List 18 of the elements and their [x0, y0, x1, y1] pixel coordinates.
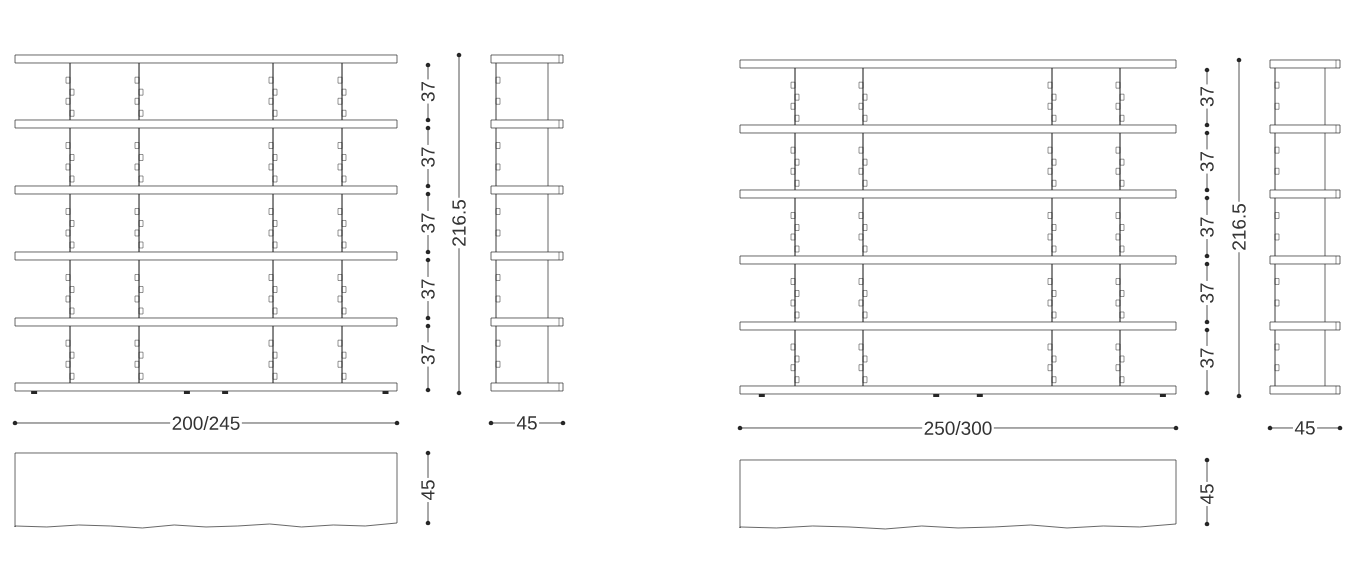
dimension-label: 37 [419, 210, 437, 236]
dimension-label: 37 [1198, 84, 1216, 109]
dimension-label: 37 [1198, 149, 1216, 174]
dimension-label: 45 [1292, 419, 1318, 437]
dimension-label: 37 [419, 342, 437, 367]
dimension-label: 45 [514, 414, 540, 432]
dimension-label: 37 [1198, 345, 1216, 371]
dimension-label: 37 [419, 79, 437, 104]
dimension-label: 216.5 [450, 197, 468, 249]
dimension-label: 45 [419, 477, 437, 503]
dimension-label: 37 [419, 276, 437, 302]
dimension-label: 37 [419, 144, 437, 170]
dimension-label: 37 [1198, 280, 1216, 306]
dimension-label: 216.5 [1230, 201, 1248, 253]
dimension-label: 45 [1198, 481, 1216, 507]
dimension-label: 200/245 [170, 414, 242, 432]
dimension-label: 250/300 [922, 419, 994, 437]
dimension-label: 37 [1198, 214, 1216, 240]
